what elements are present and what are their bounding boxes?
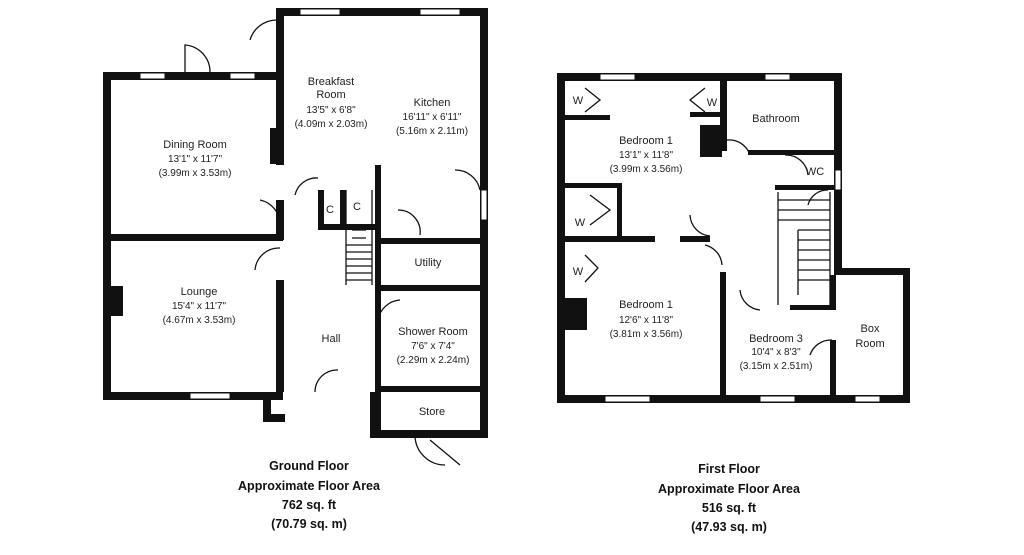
- shower-room-dim-imperial: 7'6" x 7'4": [411, 341, 455, 352]
- shower-room-label: Shower Room: [398, 326, 468, 338]
- first-floor-area-label: Approximate Floor Area: [658, 482, 801, 496]
- breakfast-room-dim-metric: (4.09m x 2.03m): [295, 119, 368, 130]
- kitchen-dim-metric: (5.16m x 2.11m): [396, 126, 468, 137]
- first-floor-stairs: [777, 192, 831, 305]
- ground-floor-area-sqft: 762 sq. ft: [282, 498, 337, 512]
- ground-floor-plan: [103, 8, 488, 466]
- dining-room-dim-metric: (3.99m x 3.53m): [159, 168, 232, 179]
- cupboard-1-label: C: [326, 204, 334, 216]
- ground-floor-stairs: [345, 190, 373, 285]
- bedroom-1-bottom-dim-imperial: 12'6" x 11'8": [619, 315, 674, 326]
- lounge-dim-metric: (4.67m x 3.53m): [163, 315, 236, 326]
- lounge-label: Lounge: [181, 286, 218, 298]
- breakfast-room-label-1: Breakfast: [308, 76, 354, 88]
- bedroom-1-bottom-dim-metric: (3.81m x 3.56m): [610, 329, 683, 340]
- lounge-dim-imperial: 15'4" x 11'7": [172, 301, 227, 312]
- box-room-label-2: Room: [855, 338, 884, 350]
- wc-label: WC: [806, 166, 824, 178]
- wardrobe-label-2: W: [707, 97, 718, 109]
- ground-floor-area-label: Approximate Floor Area: [238, 479, 381, 493]
- bedroom-1-top-dim-imperial: 13'1" x 11'8": [619, 150, 674, 161]
- box-room-label-1: Box: [861, 323, 880, 335]
- cupboard-2-label: C: [353, 201, 361, 213]
- hall-label: Hall: [322, 333, 341, 345]
- ground-floor-title: Ground Floor: [269, 459, 349, 473]
- first-floor-area-sqm: (47.93 sq. m): [691, 520, 767, 534]
- first-floor-plan: [557, 73, 910, 403]
- dining-room-label: Dining Room: [163, 139, 227, 151]
- bedroom-3-label: Bedroom 3: [749, 333, 803, 345]
- shower-room-dim-metric: (2.29m x 2.24m): [397, 355, 470, 366]
- breakfast-room-label-2: Room: [316, 89, 345, 101]
- ground-floor-area-sqm: (70.79 sq. m): [271, 517, 347, 531]
- store-label: Store: [419, 406, 445, 418]
- breakfast-room-dim-imperial: 13'5" x 6'8": [306, 105, 356, 116]
- kitchen-label: Kitchen: [414, 97, 451, 109]
- wardrobe-label-1: W: [573, 95, 584, 107]
- dining-room-dim-imperial: 13'1" x 11'7": [168, 154, 223, 165]
- bedroom-3-dim-imperial: 10'4" x 8'3": [751, 347, 801, 358]
- first-floor-area-sqft: 516 sq. ft: [702, 501, 757, 515]
- bedroom-1-top-label: Bedroom 1: [619, 135, 673, 147]
- bedroom-3-dim-metric: (3.15m x 2.51m): [740, 361, 813, 372]
- wardrobe-label-4: W: [573, 266, 584, 278]
- bathroom-label: Bathroom: [752, 113, 800, 125]
- bedroom-1-top-dim-metric: (3.99m x 3.56m): [610, 164, 683, 175]
- kitchen-dim-imperial: 16'11" x 6'11": [403, 112, 462, 123]
- utility-label: Utility: [415, 257, 442, 269]
- wardrobe-label-3: W: [575, 217, 586, 229]
- bedroom-1-bottom-label: Bedroom 1: [619, 299, 673, 311]
- first-floor-title: First Floor: [698, 462, 760, 476]
